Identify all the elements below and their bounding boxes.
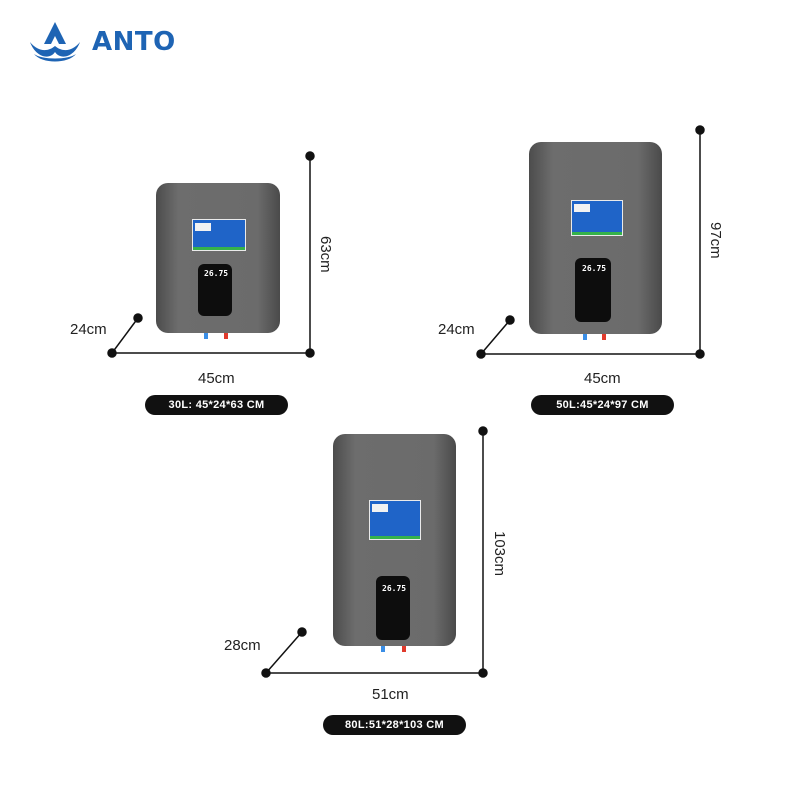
brand-logo: ANTO: [26, 20, 176, 64]
height-label: 63cm: [317, 236, 334, 273]
anto-logo-icon: [30, 22, 80, 62]
height-label: 97cm: [707, 222, 724, 259]
water-heater-80l: 26.75: [333, 434, 456, 646]
cold-water-pipe: [583, 334, 587, 340]
width-label: 45cm: [198, 370, 235, 387]
spec-badge: 30L: 45*24*63 CM: [145, 395, 288, 415]
control-panel: 26.75: [376, 576, 410, 640]
depth-label: 24cm: [70, 321, 107, 338]
spec-label: [192, 219, 246, 251]
depth-label: 28cm: [224, 637, 261, 654]
water-heater-30l: 26.75: [156, 183, 280, 333]
hot-water-pipe: [602, 334, 606, 340]
cold-water-pipe: [381, 646, 385, 652]
hot-water-pipe: [402, 646, 406, 652]
cold-water-pipe: [204, 333, 208, 339]
width-label: 45cm: [584, 370, 621, 387]
temperature-display: 26.75: [382, 584, 407, 593]
brand-name: ANTO: [92, 27, 176, 57]
control-panel: 26.75: [198, 264, 232, 316]
depth-label: 24cm: [438, 321, 475, 338]
height-label: 103cm: [491, 531, 508, 577]
temperature-display: 26.75: [582, 264, 607, 273]
water-heater-50l: 26.75: [529, 142, 662, 334]
spec-label: [369, 500, 421, 540]
width-label: 51cm: [372, 686, 409, 703]
spec-badge: 80L:51*28*103 CM: [323, 715, 466, 735]
control-panel: 26.75: [575, 258, 611, 322]
hot-water-pipe: [224, 333, 228, 339]
spec-label: [571, 200, 623, 236]
spec-badge: 50L:45*24*97 CM: [531, 395, 674, 415]
temperature-display: 26.75: [204, 269, 229, 278]
